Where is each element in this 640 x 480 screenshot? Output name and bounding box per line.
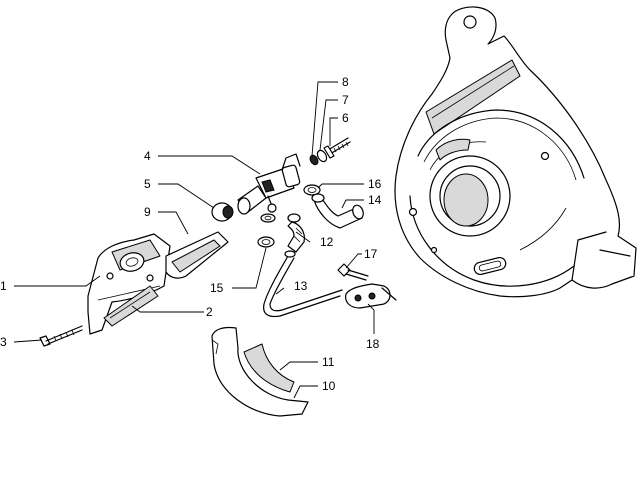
part-18-flange [345, 283, 397, 309]
callout-2: 2 [206, 305, 213, 319]
callout-1: 1 [0, 279, 7, 293]
part-10-cover [211, 326, 309, 417]
callout-16: 16 [368, 177, 382, 191]
callout-15: 15 [210, 281, 224, 295]
callout-12: 12 [320, 235, 334, 249]
part-16-clamp [303, 184, 321, 196]
callout-9: 9 [144, 205, 151, 219]
part-15-clamps [257, 213, 276, 248]
callout-17: 17 [364, 247, 378, 261]
callout-5: 5 [144, 177, 151, 191]
part-2-gasket [103, 285, 159, 327]
part-9-seal [165, 231, 229, 279]
callout-18: 18 [366, 337, 380, 351]
callout-8: 8 [342, 75, 349, 89]
part-13-pipe [263, 250, 343, 318]
part-7-washer [316, 149, 328, 163]
part-3-screw [39, 325, 83, 347]
part-8-washer [309, 154, 319, 166]
callout-labels: 1 2 3 4 5 6 7 8 9 10 11 12 13 14 15 16 1… [0, 75, 382, 393]
callout-13: 13 [294, 279, 308, 293]
callout-10: 10 [322, 379, 336, 393]
crankcase-housing [394, 6, 637, 298]
part-5-bushing [211, 202, 234, 222]
part-1-bracket [87, 233, 171, 335]
part-17-bolt [337, 263, 369, 281]
callout-7: 7 [342, 93, 349, 107]
part-11-insert [243, 343, 295, 393]
leader-lines [13, 81, 375, 399]
part-4-valve-assembly [237, 153, 301, 215]
callout-6: 6 [342, 111, 349, 125]
callout-14: 14 [368, 193, 382, 207]
callout-4: 4 [144, 149, 151, 163]
part-12-connector [287, 213, 305, 253]
callout-11: 11 [322, 355, 335, 369]
part-6-bolt [323, 137, 351, 159]
callout-3: 3 [0, 335, 7, 349]
part-14-elbow [311, 193, 364, 229]
